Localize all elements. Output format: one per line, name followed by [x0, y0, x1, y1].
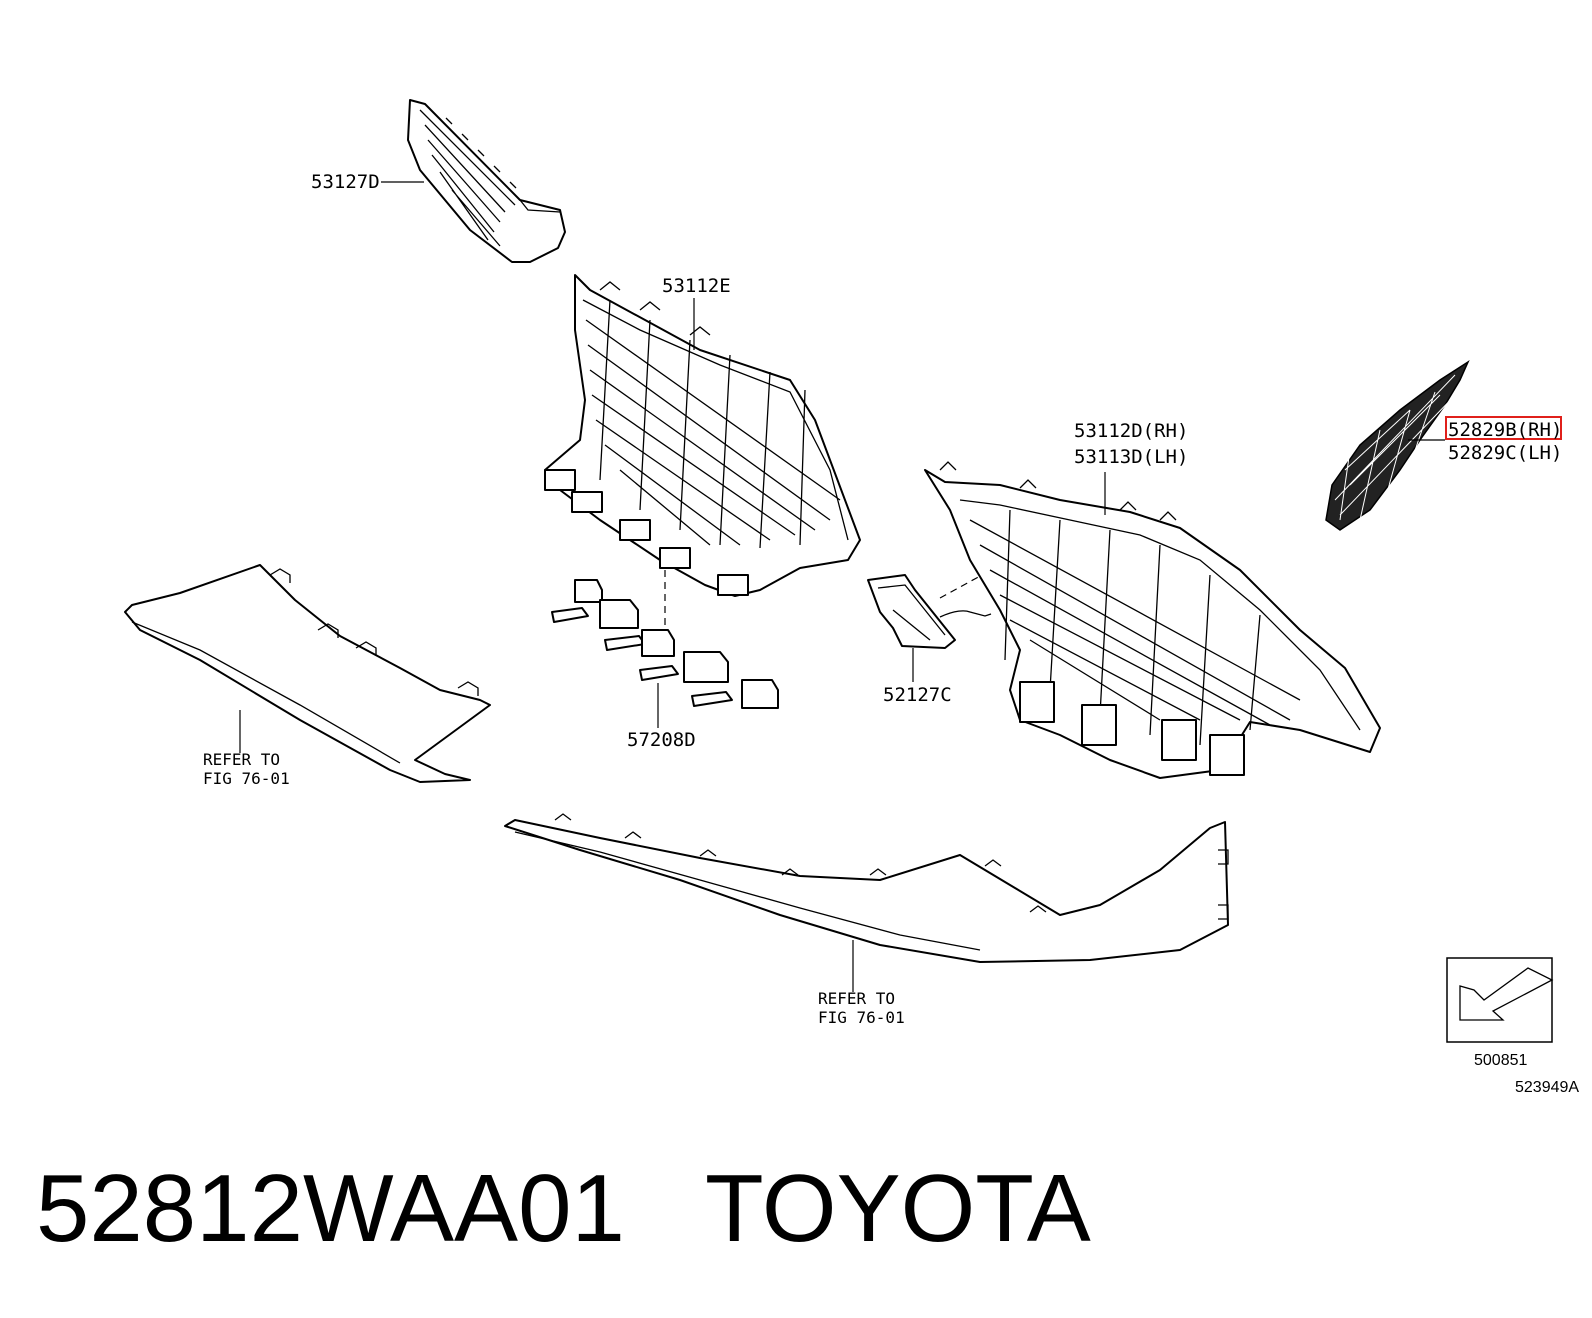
callout-52127c: 52127C [883, 684, 952, 706]
callout-refer2-l1: REFER TO [818, 989, 895, 1008]
callout-57208d: 57208D [627, 729, 696, 751]
part-53127d [407, 99, 566, 263]
callout-53112d: 53112D(RH) [1074, 420, 1188, 442]
figure-code: 523949A [1515, 1079, 1579, 1096]
caption-brand: TOYOTA [705, 1155, 1091, 1262]
part-53112e [544, 274, 861, 597]
part-53112d [924, 461, 1381, 779]
callout-53112e: 53112E [662, 275, 731, 297]
callout-52829b: 52829B(RH) [1448, 419, 1562, 441]
part-57208d [551, 579, 779, 709]
orientation-box [1446, 957, 1554, 1043]
caption-part-number: 52812WAA01 [36, 1155, 625, 1262]
highlight-box [1445, 416, 1562, 440]
callout-53127d: 53127D [311, 171, 380, 193]
callout-refer1-l2: FIG 76-01 [203, 769, 290, 788]
part-bottom-spoiler [504, 813, 1229, 963]
direction-arrow-icon [1459, 967, 1554, 1021]
callout-53113d: 53113D(LH) [1074, 446, 1188, 468]
orientation-code: 500851 [1474, 1052, 1527, 1069]
callout-refer1-l1: REFER TO [203, 750, 280, 769]
part-left-lower-panel [124, 564, 491, 783]
callout-52829c: 52829C(LH) [1448, 442, 1562, 464]
part-52829b [1325, 360, 1470, 531]
part-52127c [867, 574, 992, 649]
callout-refer2-l2: FIG 76-01 [818, 1008, 905, 1027]
